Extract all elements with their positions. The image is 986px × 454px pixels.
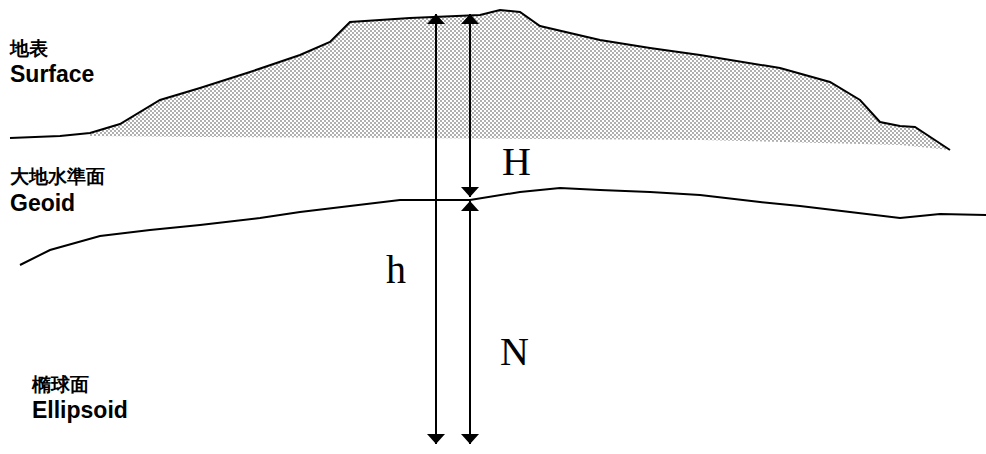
height-symbol: h [386,248,406,292]
surface-line [10,10,950,150]
geoid-label-zh: 大地水準面 [10,166,105,187]
height-symbol: H [502,140,531,184]
surface-label-zh: 地表 [10,38,48,59]
surface-label: Surface [10,62,94,87]
height-symbol: N [500,330,529,374]
ellipsoidal-height-arrow [435,14,437,444]
orthometric-height-arrow [469,14,471,197]
geoid-label: Geoid [10,191,75,216]
geoid-height-arrow [469,201,471,444]
ellipsoid-label: Ellipsoid [32,398,128,423]
ellipsoid-label-zh: 橢球面 [32,374,89,395]
geoid-line [20,188,986,265]
